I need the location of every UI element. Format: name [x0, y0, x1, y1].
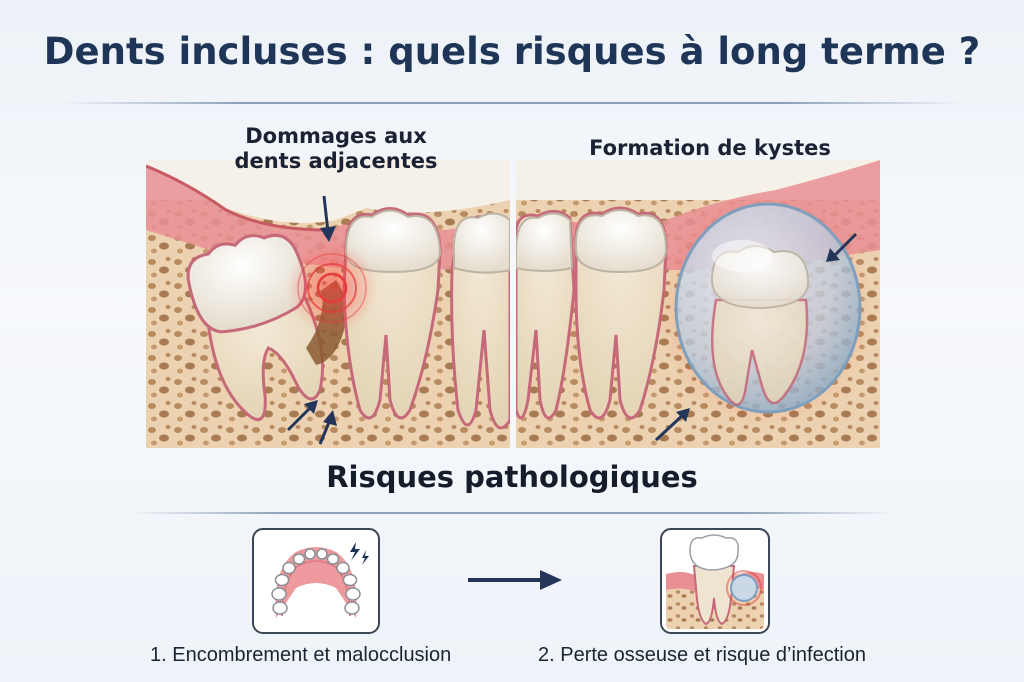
- title-divider: [60, 102, 964, 104]
- step-1-caption: 1. Encombrement et malocclusion: [150, 644, 452, 666]
- step-2-caption: 2. Perte osseuse et risque d’infection: [538, 644, 866, 666]
- dental-arch-crowding-icon: [252, 528, 380, 634]
- page-title: Dents incluses : quels risques à long te…: [43, 30, 981, 73]
- bone-loss-tooth-icon: [660, 528, 770, 634]
- section-divider: [130, 512, 894, 514]
- panel-label-adjacent-damage: Dommages aux dents adjacentes: [234, 124, 438, 174]
- section-title: Risques pathologiques: [326, 460, 698, 494]
- impacted-tooth-damage-illustration: [146, 160, 510, 448]
- step-arrow: [468, 570, 562, 590]
- panel-label-cyst: Formation de kystes: [589, 136, 831, 160]
- cyst-formation-illustration: [516, 160, 880, 448]
